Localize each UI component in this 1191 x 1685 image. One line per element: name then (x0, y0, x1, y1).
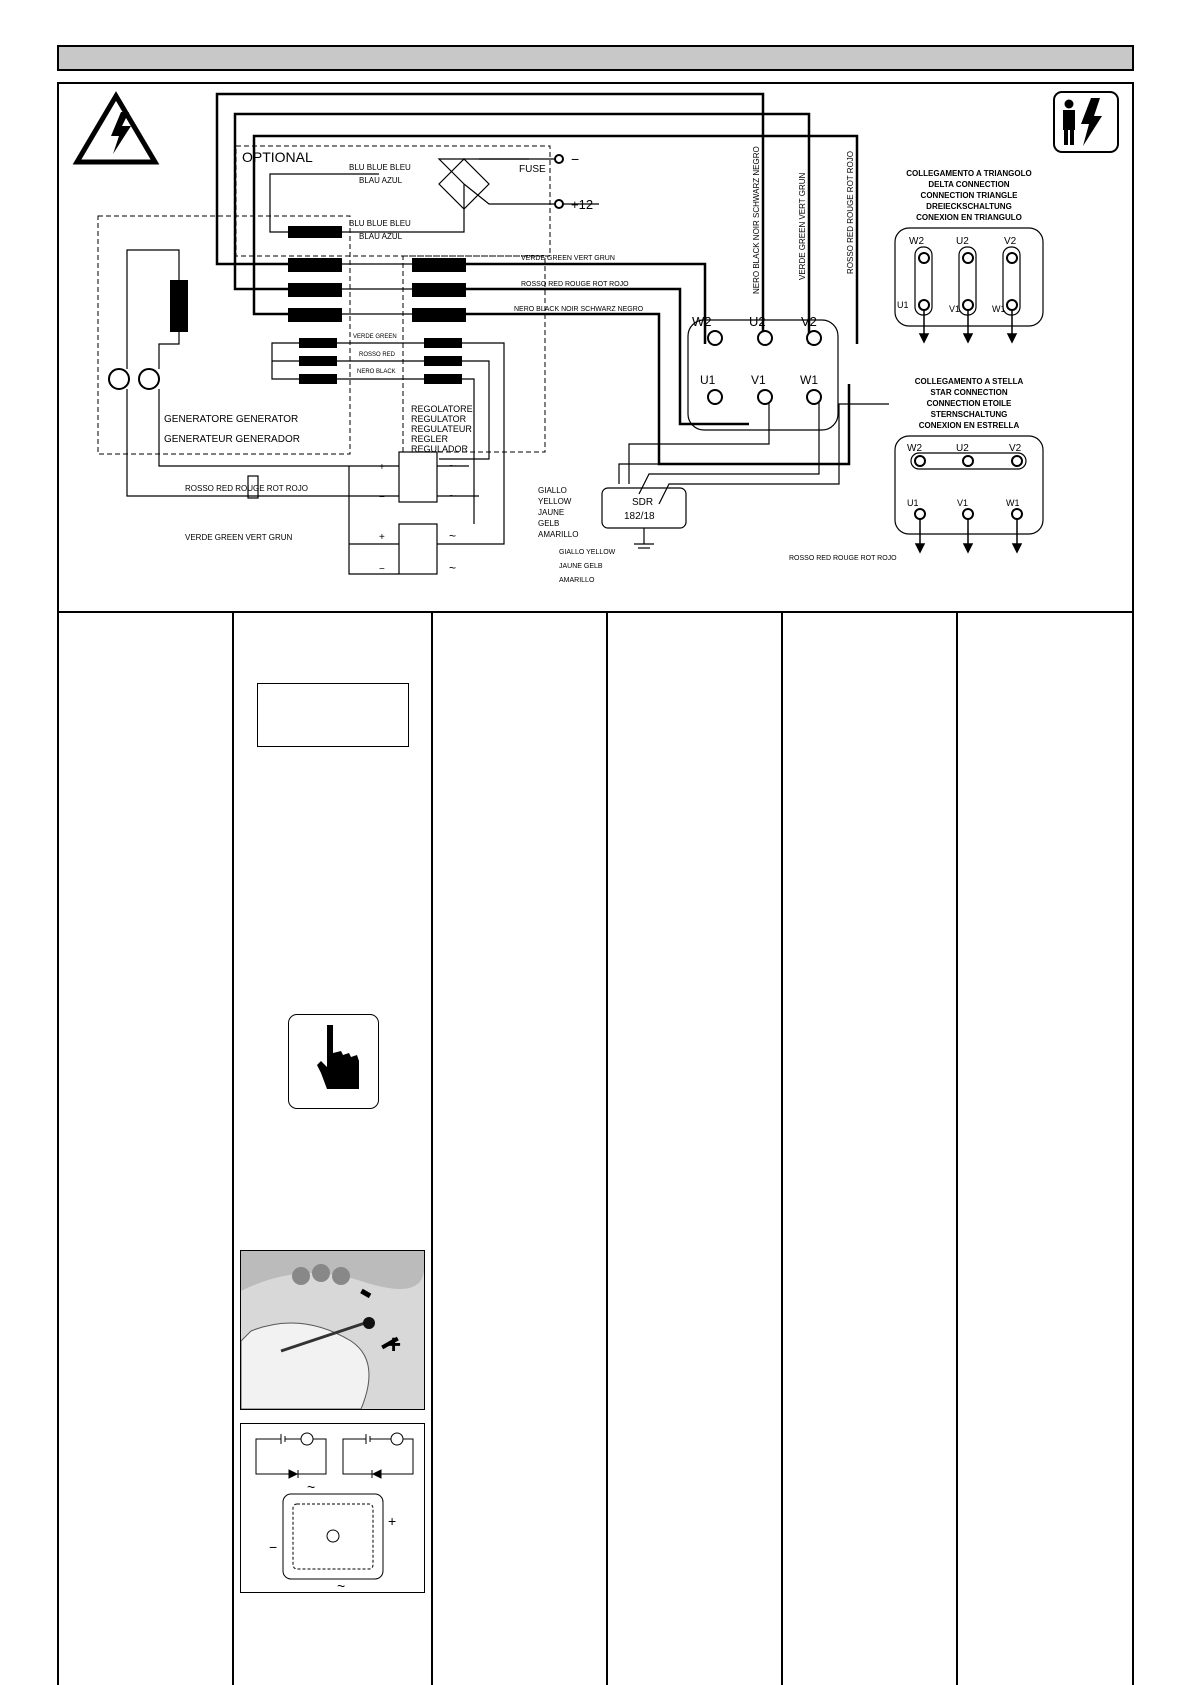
delta-title-1: DELTA CONNECTION (928, 180, 1009, 189)
star-top-u2: U2 (956, 443, 969, 454)
delta-top-u2: U2 (956, 236, 969, 247)
delta-title-3: DREIECKSCHALTUNG (926, 202, 1012, 211)
giallo-label-0: GIALLO (538, 486, 567, 495)
giallo-label-4: AMARILLO (538, 530, 578, 539)
giallo-sdr-label-2: AMARILLO (559, 577, 595, 584)
star-top-w2: W2 (907, 443, 922, 454)
terminal-top-w2: W2 (692, 314, 712, 329)
pointing-hand-icon (288, 1014, 379, 1109)
terminal-bottom-w1: W1 (800, 373, 818, 387)
star-title-4: CONEXION EN ESTRELLA (919, 421, 1020, 430)
vertical-rosso-label: ROSSO RED ROUGE ROT ROJO (846, 151, 855, 274)
header-bar (57, 45, 1134, 71)
column-divider (1132, 613, 1134, 1685)
star-title-3: STERNSCHALTUNG (931, 410, 1008, 419)
star-title-1: STAR CONNECTION (930, 388, 1007, 397)
terminal-bottom-v1: V1 (751, 373, 766, 387)
rosso-sdr-label: ROSSO RED ROUGE ROT ROJO (789, 555, 897, 562)
rosso-bottom-label: ROSSO RED ROUGE ROT ROJO (185, 484, 308, 493)
delta-title-4: CONEXION EN TRIANGULO (916, 213, 1022, 222)
column-divider (956, 613, 958, 1685)
nero-short-label: NERO BLACK (357, 369, 396, 375)
giallo-label-2: JAUNE (538, 508, 564, 517)
rectifier-minus-1: − (379, 492, 385, 503)
blue-wire-label-2a: BLU BLUE BLEU (349, 219, 411, 228)
plus12-terminal-label: +12 (571, 197, 593, 212)
diode-plus: + (388, 1513, 396, 1529)
rectifier-plus-1: + (379, 462, 385, 473)
rectifier-minus-2: − (379, 564, 385, 575)
verde-main-label: VERDE GREEN VERT GRUN (521, 255, 615, 262)
delta-title-0: COLLEGAMENTO A TRIANGOLO (906, 169, 1031, 178)
column-divider (232, 613, 234, 1685)
nero-main-label: NERO BLACK NOIR SCHWARZ NEGRO (514, 306, 644, 313)
column-divider (781, 613, 783, 1685)
optional-label: OPTIONAL (242, 149, 313, 165)
rectifier-ac-2b: ~ (449, 561, 456, 575)
delta-bottom-u1: U1 (897, 300, 909, 310)
column-divider (606, 613, 608, 1685)
alternator-test-photo: + (240, 1250, 425, 1410)
regulator-label-2: REGULATEUR (411, 424, 472, 434)
delta-bottom-v1: V1 (949, 304, 960, 314)
terminal-bottom-u1: U1 (700, 373, 716, 387)
rectifier-plus-2: + (379, 532, 385, 543)
star-bottom-w1: W1 (1006, 498, 1020, 508)
regulator-label-4: REGULADOR (411, 444, 469, 454)
regulator-label-0: REGOLATORE (411, 404, 473, 414)
blue-wire-label-2b: BLAU AZUL (359, 232, 403, 241)
star-bottom-v1: V1 (957, 498, 968, 508)
giallo-label-1: YELLOW (538, 497, 572, 506)
rectifier-ac-2a: ~ (449, 529, 456, 543)
terminal-top-u2: U2 (749, 314, 766, 329)
rosso-main-label: ROSSO RED ROUGE ROT ROJO (521, 281, 629, 288)
diode-ac-bottom: ~ (337, 1578, 345, 1592)
regulator-label-1: REGULATOR (411, 414, 467, 424)
diode-ac-top: ~ (307, 1479, 315, 1495)
verde-bottom-label: VERDE GREEN VERT GRUN (185, 533, 293, 542)
giallo-sdr-label-0: GIALLO YELLOW (559, 549, 616, 556)
column-divider (431, 613, 433, 1685)
verde-short-label: VERDE GREEN (353, 334, 397, 340)
delta-bottom-w1: W1 (992, 304, 1006, 314)
delta-title-2: CONNECTION TRIANGLE (921, 191, 1019, 200)
diode-test-diagram: ~ + − ~ (240, 1423, 425, 1594)
delta-top-v2: V2 (1004, 236, 1017, 247)
blue-wire-label-1a: BLU BLUE BLEU (349, 163, 411, 172)
column-divider (57, 613, 59, 1685)
diode-minus: − (269, 1539, 277, 1555)
rectifier-ac-1a: ~ (449, 459, 456, 473)
wiring-diagram-frame: OPTIONAL FUSE − +12 BLU BLUE BLEU BLAU A… (57, 82, 1134, 613)
vertical-nero-label: NERO BLACK NOIR SCHWARZ NEGRO (752, 146, 761, 294)
high-voltage-warning-icon (72, 91, 160, 165)
sdr-label-0: SDR (632, 497, 653, 508)
svg-text:+: + (386, 1329, 401, 1359)
electrician-voltage-icon (1053, 91, 1119, 153)
minus-terminal-label: − (571, 151, 579, 167)
star-top-v2: V2 (1009, 443, 1022, 454)
rectifier-ac-1b: ~ (449, 489, 456, 503)
wiring-diagram: OPTIONAL FUSE − +12 BLU BLUE BLEU BLAU A… (72, 91, 1119, 584)
delta-top-w2: W2 (909, 236, 924, 247)
star-title-2: CONNECTION ETOILE (927, 399, 1012, 408)
rosso-short-label: ROSSO RED (359, 352, 396, 358)
star-title-0: COLLEGAMENTO A STELLA (915, 377, 1024, 386)
generator-label-line2: GENERATEUR GENERADOR (164, 434, 300, 445)
star-bottom-u1: U1 (907, 498, 919, 508)
giallo-sdr-label-1: JAUNE GELB (559, 563, 603, 570)
sdr-label-1: 182/18 (624, 511, 655, 522)
generator-label-line1: GENERATORE GENERATOR (164, 414, 298, 425)
terminal-top-v2: V2 (801, 314, 817, 329)
vertical-verde-label: VERDE GREEN VERT GRUN (798, 172, 807, 280)
giallo-label-3: GELB (538, 519, 559, 528)
empty-label-box (257, 683, 409, 747)
regulator-label-3: REGLER (411, 434, 449, 444)
fuse-label: FUSE (519, 164, 546, 175)
blue-wire-label-1b: BLAU AZUL (359, 176, 403, 185)
